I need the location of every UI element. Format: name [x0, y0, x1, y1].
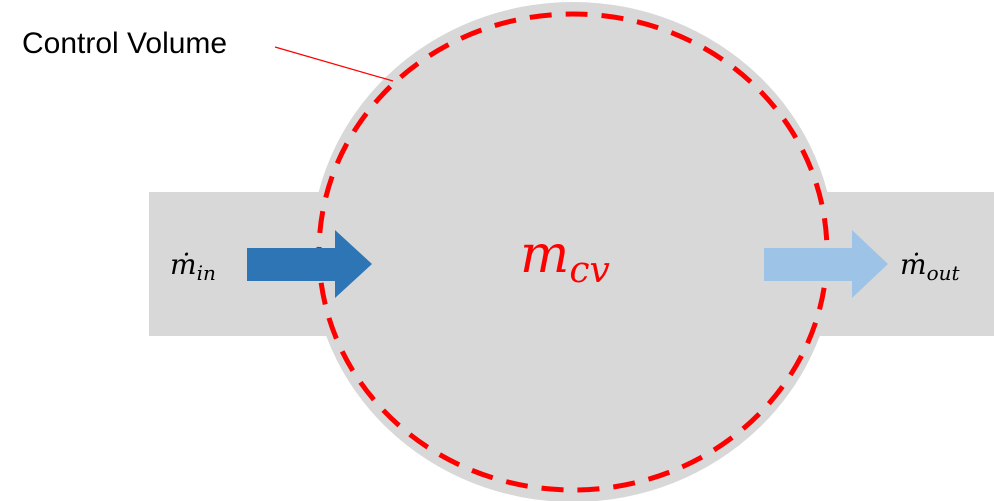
inlet-mass-flow-subscript: in: [197, 261, 216, 285]
outlet-mass-flow-label: ṁout: [900, 248, 960, 285]
control-volume-mass-label: mcv: [520, 225, 610, 291]
outlet-mass-flow-subscript: out: [927, 261, 961, 285]
control-volume-mass-subscript: cv: [569, 250, 610, 291]
control-volume-leader-line: [274, 46, 394, 82]
inlet-mass-flow-symbol: ṁ: [170, 248, 197, 281]
outlet-mass-flow-symbol: ṁ: [900, 248, 927, 281]
inlet-arrow: [247, 230, 372, 298]
control-volume-mass-symbol: m: [520, 225, 569, 285]
control-volume-label: Control Volume: [22, 27, 227, 60]
outlet-arrow: [764, 230, 888, 298]
tank-body: [311, 2, 835, 501]
inlet-mass-flow-label: ṁin: [170, 248, 216, 285]
